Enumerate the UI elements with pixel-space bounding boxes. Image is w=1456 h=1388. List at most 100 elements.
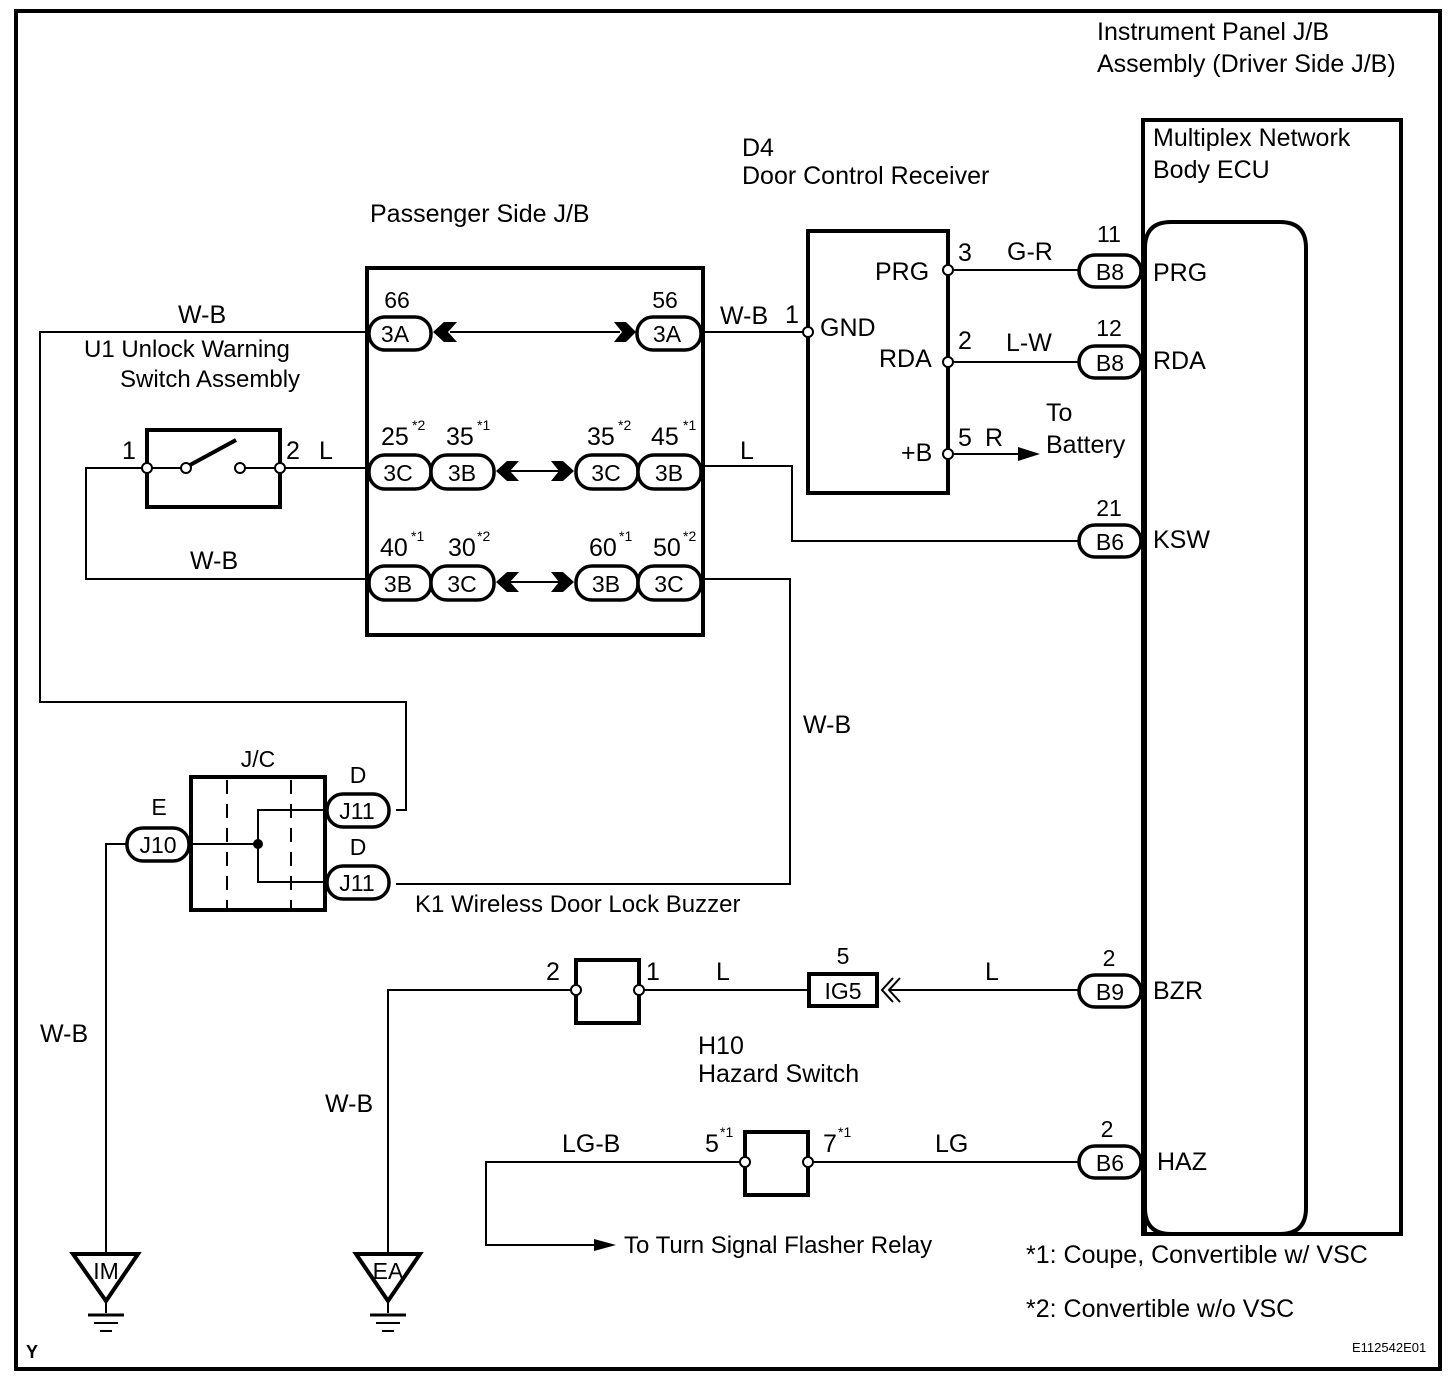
wire-l-w-label: L-W xyxy=(1006,329,1052,357)
wire-l-switch-label: L xyxy=(319,437,333,465)
hazard-pin-7-sup: *1 xyxy=(838,1124,851,1140)
buzzer-pin-1: 1 xyxy=(646,958,660,986)
jb-row3-right-a-label: 3B xyxy=(592,571,620,597)
door-receiver-name: Door Control Receiver xyxy=(742,162,989,190)
instrument-panel-jb-title-1: Instrument Panel J/B xyxy=(1097,18,1329,46)
jb-row3-left-a-label: 3B xyxy=(384,571,412,597)
ig5-connector xyxy=(807,972,879,1008)
ecu-ksw-name: KSW xyxy=(1153,526,1210,554)
wire-wb-buzzer-label: W-B xyxy=(803,711,851,739)
to-battery-arrow-icon xyxy=(1018,447,1040,461)
wire-l-buzzer-label: L xyxy=(716,958,730,986)
wire-wb-im-label: W-B xyxy=(40,1020,88,1048)
ecu-prg-name: PRG xyxy=(1153,259,1207,287)
jb-row2-left-a-pin: 25 xyxy=(381,423,409,451)
wire-g-r-label: G-R xyxy=(1007,238,1053,266)
jb-row2-left-connector-b xyxy=(429,453,496,491)
wire-l-ksw xyxy=(703,465,1079,542)
ecu-ksw-pin: 21 xyxy=(1096,495,1122,521)
jb-row1-right-plug-icon xyxy=(614,322,636,342)
buzzer-pin-1-terminal xyxy=(633,984,645,996)
jb-row2-right-a-pin: 35 xyxy=(587,423,615,451)
jb-row3-right-b-pin: 50 xyxy=(653,534,681,562)
wire-l-bzr-label: L xyxy=(985,958,999,986)
to-battery-label-2: Battery xyxy=(1046,431,1126,459)
passenger-jb-title: Passenger Side J/B xyxy=(370,200,590,228)
ecu-bzr-name: BZR xyxy=(1153,977,1203,1005)
jc-j10-label: J10 xyxy=(139,832,176,858)
door-receiver-code: D4 xyxy=(742,134,774,162)
door-receiver-pin-1: 1 xyxy=(785,301,799,329)
jb-row2-right-b-label: 3B xyxy=(655,460,683,486)
jc-d-bottom-label: D xyxy=(350,834,367,860)
door-receiver-pin-3-terminal xyxy=(942,264,954,276)
jb-row3-left-connector-b xyxy=(429,564,496,602)
door-receiver-b-label: +B xyxy=(901,439,932,467)
wire-r-label: R xyxy=(985,424,1003,452)
hazard-switch-name: Hazard Switch xyxy=(698,1060,859,1088)
wire-l-ksw-label: L xyxy=(740,437,754,465)
ecu-terminal-rda[interactable]: 12 B8 RDA xyxy=(1077,315,1206,380)
body-ecu-inner-outline xyxy=(1143,220,1308,1236)
flasher-relay-label: To Turn Signal Flasher Relay xyxy=(624,1232,932,1259)
jc-j11-top-label: J11 xyxy=(339,798,374,824)
buzzer-title: K1 Wireless Door Lock Buzzer xyxy=(415,891,740,918)
jb-row1-left-pin: 66 xyxy=(384,287,410,313)
door-receiver-pin-2: 2 xyxy=(958,327,972,355)
wire-wb-top-label: W-B xyxy=(178,301,226,329)
jb-row1-right-connector xyxy=(635,315,703,352)
jb-row1-right-pin: 56 xyxy=(652,287,678,313)
ground-im-label: IM xyxy=(93,1258,119,1284)
jb-row2-left-a-sup: *2 xyxy=(412,417,425,433)
hazard-pin-5-terminal xyxy=(739,1156,751,1168)
jc-internal-wire-d xyxy=(257,809,325,883)
wire-lg-b xyxy=(485,1161,740,1246)
jb-row3-left-b-sup: *2 xyxy=(477,528,490,544)
unlock-switch-title-1: U1 Unlock Warning xyxy=(84,336,290,363)
ground-im: IM xyxy=(69,1252,142,1332)
ecu-prg-connector-label: B8 xyxy=(1096,259,1124,285)
ecu-haz-connector-label: B6 xyxy=(1096,1150,1124,1176)
jb-row3-right-plug-icon xyxy=(551,572,574,592)
ecu-terminal-bzr[interactable]: 2 B9 BZR xyxy=(1077,945,1203,1009)
ecu-terminal-ksw[interactable]: 21 B6 KSW xyxy=(1077,495,1210,559)
jb-row2-right-a-sup: *2 xyxy=(618,417,631,433)
jc-j11-bottom-label: J11 xyxy=(339,870,374,896)
jb-row2-left-b-pin: 35 xyxy=(446,423,474,451)
jb-row1-left-connector xyxy=(367,315,433,352)
ground-im-triangle xyxy=(69,1252,142,1305)
wire-wb-ea xyxy=(387,989,571,1254)
hazard-pin-5: 5 xyxy=(705,1130,719,1158)
jb-row3-right-b-sup: *2 xyxy=(683,528,696,544)
ecu-bzr-pin: 2 xyxy=(1103,945,1116,971)
door-receiver-pin-5-terminal xyxy=(942,448,954,460)
door-receiver-pin-3: 3 xyxy=(958,239,972,267)
jb-row3-left-a-pin: 40 xyxy=(380,534,408,562)
jb-row2-left-b-sup: *1 xyxy=(477,417,490,433)
jb-row2-right-b-sup: *1 xyxy=(683,417,696,433)
footnote-1: *1: Coupe, Convertible w/ VSC xyxy=(1026,1241,1368,1269)
ecu-haz-pin: 2 xyxy=(1101,1116,1114,1142)
buzzer-box xyxy=(574,958,641,1025)
unlock-switch-pin-1: 1 xyxy=(122,437,136,465)
ground-ea-triangle xyxy=(352,1252,424,1305)
jb-row2-right-connector-b xyxy=(636,453,703,491)
ecu-terminal-haz[interactable]: 2 B6 HAZ xyxy=(1077,1116,1207,1180)
door-receiver-pin-1-terminal xyxy=(802,326,814,338)
jb-row3-left-a-sup: *1 xyxy=(411,528,424,544)
ground-ea-label: EA xyxy=(373,1258,404,1284)
door-receiver-gnd-label: GND xyxy=(820,314,876,342)
jb-row2-left-plug-icon xyxy=(496,461,519,481)
jb-row3-left-plug-icon xyxy=(496,572,519,592)
jb-row3-right-connector-b xyxy=(636,564,703,602)
wire-wb-ea-label: W-B xyxy=(325,1090,373,1118)
diagram-frame xyxy=(14,9,1442,1371)
jb-row2-right-b-pin: 45 xyxy=(651,423,679,451)
body-ecu-box xyxy=(1141,118,1403,1236)
body-ecu-title-1: Multiplex Network xyxy=(1153,124,1351,152)
jb-row3-left-b-pin: 30 xyxy=(448,534,476,562)
jb-row2-left-b-label: 3B xyxy=(448,460,476,486)
ecu-prg-pin: 11 xyxy=(1097,221,1121,247)
jb-row2-right-a-label: 3C xyxy=(591,460,620,486)
hazard-switch-code: H10 xyxy=(698,1032,744,1060)
